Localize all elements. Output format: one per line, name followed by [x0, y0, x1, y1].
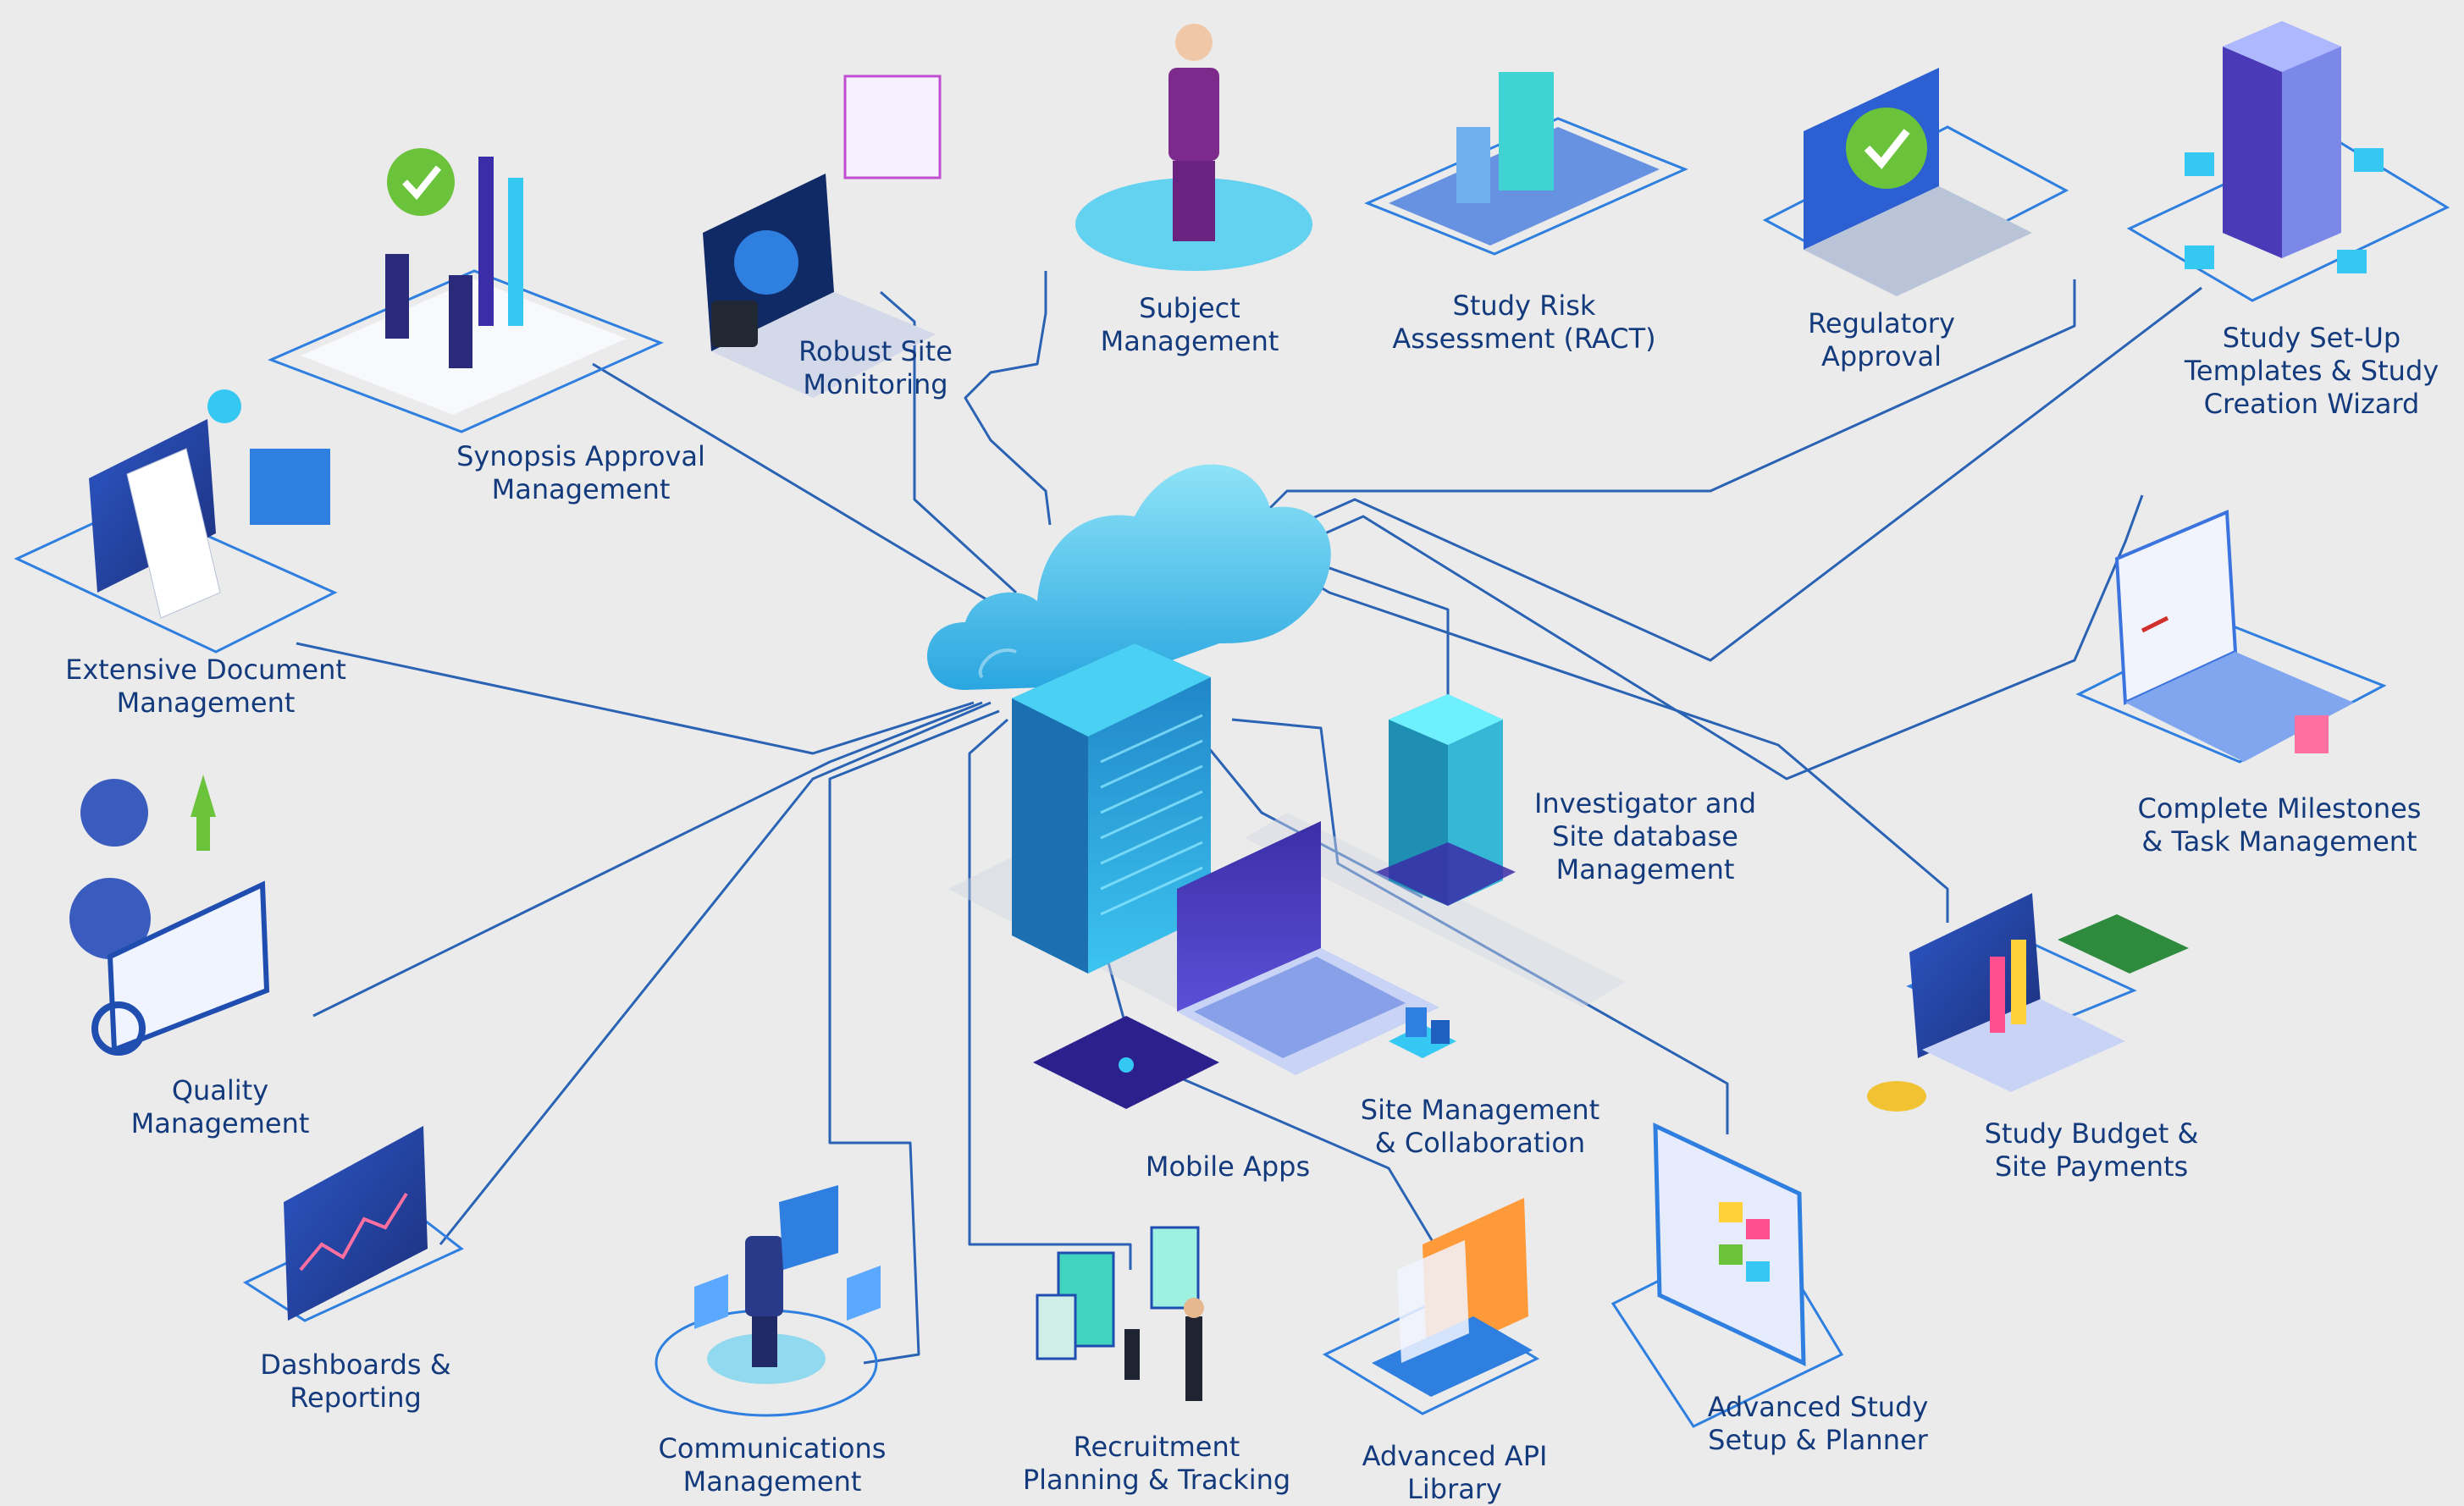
module-label-setup: Study Set-Up Templates & Study Creation … — [2185, 322, 2439, 421]
budget-money-icon — [1867, 893, 2189, 1112]
recruitment-label-line-1: Recruitment — [1073, 1431, 1240, 1463]
checklist-laptop-icon — [2075, 510, 2387, 764]
connector-subject — [964, 271, 1052, 526]
dashboards-label-line-1: Dashboards & — [260, 1349, 451, 1381]
connector-planner — [1231, 718, 1729, 1134]
connector-quality — [312, 701, 983, 1018]
api-label-line-2: Library — [1407, 1473, 1502, 1505]
connector-dashboards — [439, 701, 992, 1245]
connector-setup — [1278, 286, 2202, 662]
module-label-api: Advanced API Library — [1362, 1440, 1548, 1506]
investigator-label-line-1: Investigator and — [1533, 787, 1757, 819]
connector-document — [296, 642, 975, 755]
connector-lines — [296, 271, 2202, 1365]
recruitment-profiles-icon — [1036, 1226, 1204, 1401]
synopsis-label-line-1: Synopsis Approval — [456, 440, 705, 472]
regulatory-label-line-1: Regulatory — [1808, 307, 1955, 339]
module-label-regulatory: Regulatory Approval — [1808, 307, 1955, 373]
risk-documents-icon — [1364, 72, 1688, 256]
module-label-sitemgmt: Site Management & Collaboration — [1361, 1094, 1599, 1160]
dashboards-label-line-2: Reporting — [290, 1382, 422, 1414]
calendar-planner-icon — [1610, 1123, 1844, 1428]
module-label-communications: Communications Management — [659, 1432, 887, 1498]
module-label-budget: Study Budget & Site Payments — [1985, 1117, 2199, 1183]
module-label-robust: Robust Site Monitoring — [798, 335, 953, 401]
module-label-risk: Study Risk Assessment (RACT) — [1392, 290, 1655, 356]
quality-label-line-2: Management — [130, 1107, 310, 1139]
communications-label-line-2: Management — [682, 1465, 862, 1498]
subject-label-line-2: Management — [1100, 325, 1279, 357]
module-label-planner: Advanced Study Setup & Planner — [1708, 1391, 1929, 1457]
laptop-icon — [1177, 821, 1439, 1075]
risk-label-line-2: Assessment (RACT) — [1392, 323, 1656, 355]
synopsis-label-line-2: Management — [491, 473, 671, 505]
module-label-dashboards: Dashboards & Reporting — [260, 1349, 450, 1415]
handshake-approval-icon — [268, 148, 664, 433]
person-hologram-icon — [1075, 24, 1312, 271]
sitemgmt-label-line-1: Site Management — [1360, 1094, 1600, 1126]
communications-label-line-1: Communications — [658, 1432, 887, 1465]
connector-communications — [828, 709, 1000, 1365]
module-label-synopsis: Synopsis Approval Management — [456, 440, 705, 506]
module-label-investigator: Investigator and Site database Managemen… — [1534, 787, 1756, 886]
secure-laptop-icon — [703, 74, 942, 398]
regulatory-label-line-2: Approval — [1821, 340, 1942, 372]
module-label-mobile: Mobile Apps — [1146, 1150, 1310, 1183]
module-label-document: Extensive Document Management — [65, 654, 346, 720]
mobile-tablet-icon — [1033, 1016, 1219, 1109]
connector-regulatory — [1268, 279, 2076, 510]
document-laptop-icon — [14, 389, 338, 654]
setup-label-line-1: Study Set-Up — [2222, 322, 2401, 354]
module-label-subject: Subject Management — [1101, 292, 1279, 358]
sitemgmt-label-line-2: & Collaboration — [1374, 1127, 1586, 1159]
connector-investigator — [1278, 549, 1450, 720]
quality-monitor-icon — [69, 775, 270, 1056]
connector-milestones — [1286, 494, 2144, 781]
connector-recruitment — [968, 718, 1132, 1270]
module-label-recruitment: Recruitment Planning & Tracking — [1023, 1431, 1290, 1497]
server-tower-icon — [1012, 643, 1211, 974]
cloud-icon — [927, 464, 1331, 690]
communication-hologram-icon — [655, 1185, 881, 1417]
setup-label-line-3: Creation Wizard — [2203, 388, 2420, 420]
code-laptop-icon — [1322, 1198, 1540, 1415]
planner-label-line-2: Setup & Planner — [1708, 1424, 1928, 1456]
investigator-label-line-2: Site database — [1552, 820, 1738, 852]
module-label-milestones: Complete Milestones & Task Management — [2138, 792, 2422, 858]
server-wizard-icon — [2126, 21, 2450, 302]
module-label-quality: Quality Management — [131, 1074, 310, 1140]
dashboard-chart-icon — [242, 1126, 464, 1322]
milestones-label-line-2: & Task Management — [2141, 825, 2417, 858]
approved-laptop-icon — [1762, 68, 2069, 296]
api-label-line-1: Advanced API — [1362, 1440, 1548, 1472]
recruitment-label-line-2: Planning & Tracking — [1022, 1464, 1291, 1496]
document-label-line-2: Management — [116, 687, 296, 719]
collaboration-blocks-icon — [1389, 1007, 1456, 1058]
risk-label-line-1: Study Risk — [1452, 290, 1596, 322]
budget-label-line-1: Study Budget & — [1984, 1117, 2199, 1150]
subject-label-line-1: Subject — [1139, 292, 1240, 324]
connector-synopsis — [592, 362, 1004, 611]
budget-label-line-2: Site Payments — [1994, 1150, 2189, 1183]
mobile-label-line-1: Mobile Apps — [1145, 1150, 1311, 1183]
robust-label-line-1: Robust Site — [798, 335, 953, 367]
document-label-line-1: Extensive Document — [65, 654, 346, 686]
connector-robust — [880, 290, 1018, 594]
planner-label-line-1: Advanced Study — [1707, 1391, 1929, 1423]
investigator-label-line-3: Management — [1555, 853, 1735, 885]
robust-label-line-2: Monitoring — [803, 368, 948, 400]
quality-label-line-1: Quality — [171, 1074, 269, 1106]
milestones-label-line-1: Complete Milestones — [2137, 792, 2422, 825]
database-tower-icon — [1376, 694, 1516, 906]
setup-label-line-2: Templates & Study — [2184, 355, 2439, 387]
